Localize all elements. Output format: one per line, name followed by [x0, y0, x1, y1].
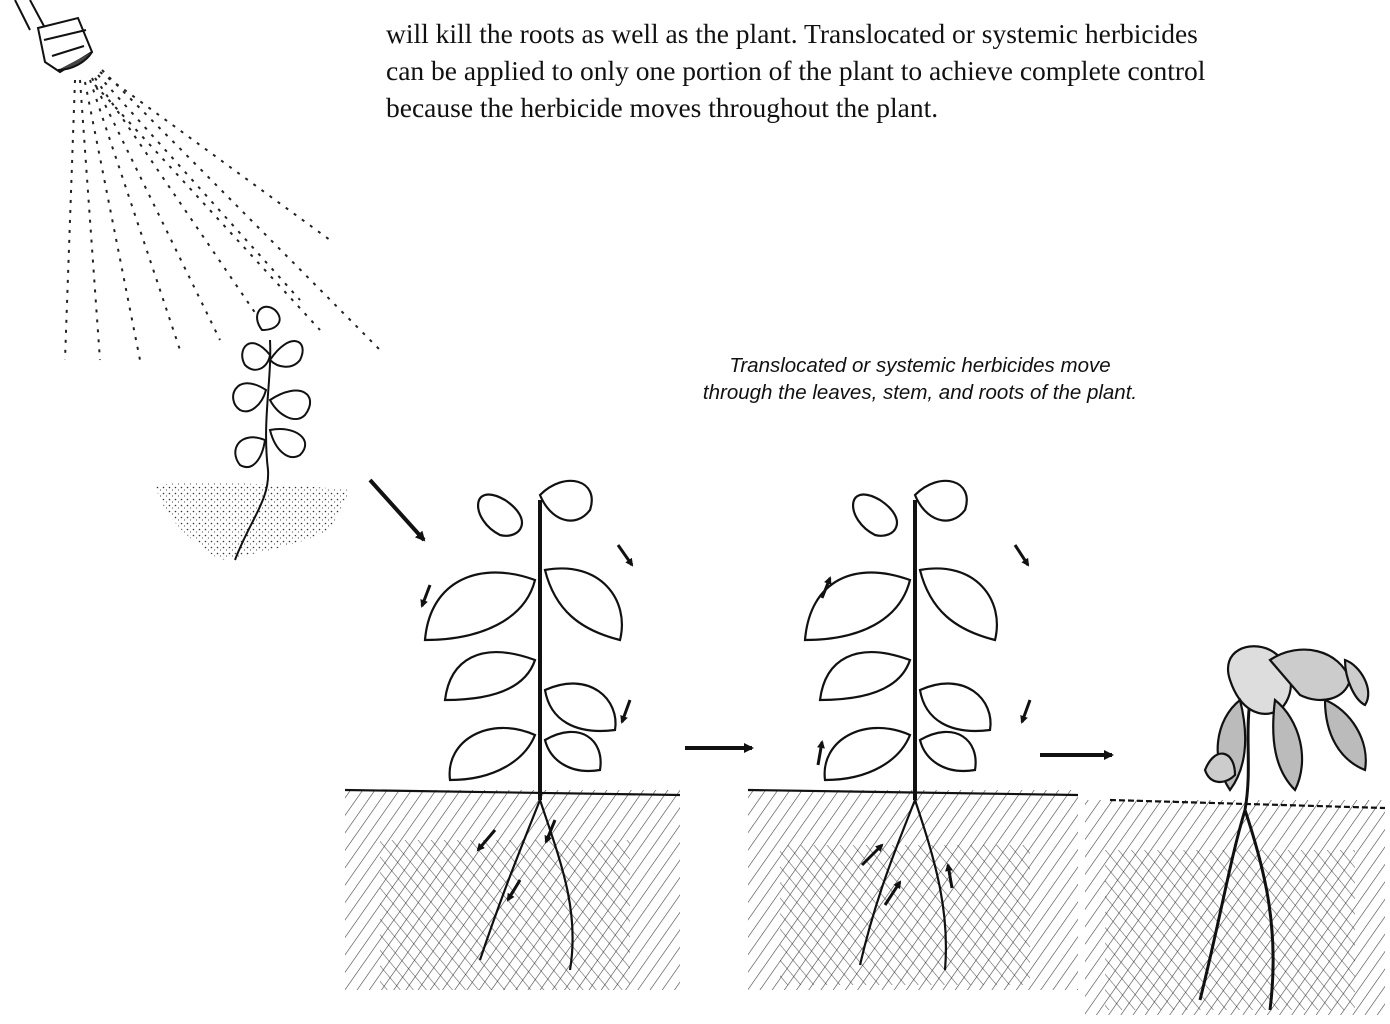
plant-herbicide-moving-up [748, 481, 1078, 990]
spray-mist [65, 70, 380, 360]
plant-sprayed [155, 307, 350, 560]
plant-herbicide-moving-down [345, 481, 680, 990]
arrow-down-right [370, 480, 424, 540]
plant-dead [1085, 646, 1385, 1015]
sprayer-nozzle-icon [15, 0, 92, 72]
